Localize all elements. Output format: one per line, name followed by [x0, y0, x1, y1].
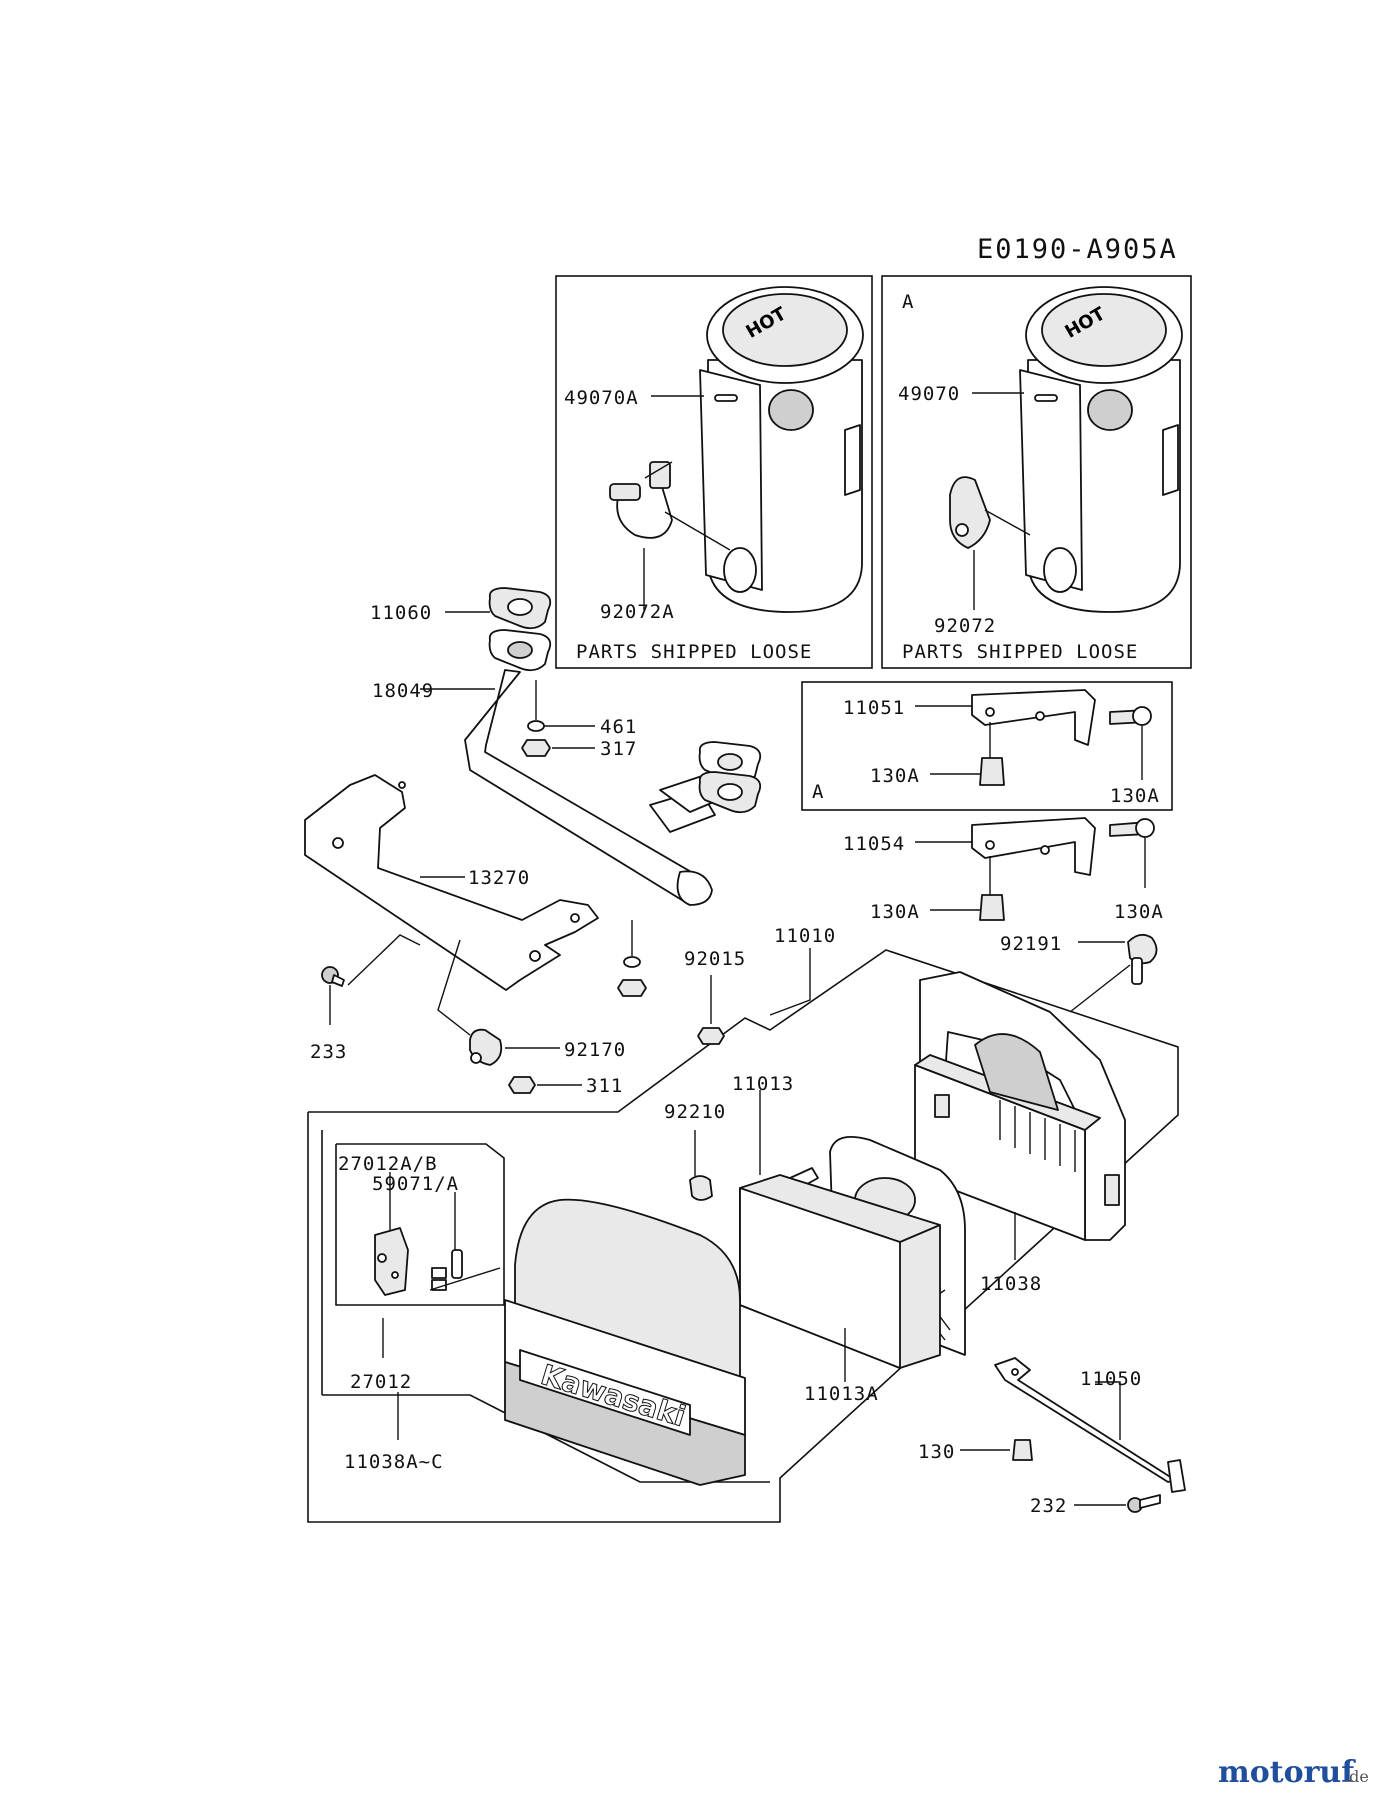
- diagram-code: E0190-A905A: [977, 234, 1178, 265]
- watermark-main: motoruf: [1218, 1755, 1356, 1790]
- label-11038ac: 11038A~C: [344, 1451, 444, 1473]
- nuts-under-bracket: [617, 956, 647, 997]
- label-130a-4: 130A: [1114, 901, 1164, 923]
- muffler-panel-left: [555, 275, 873, 669]
- label-11060: 11060: [370, 602, 432, 624]
- watermark-logo: motoruf .de: [1218, 1755, 1369, 1790]
- element-11013a: [739, 1174, 941, 1369]
- exhaust-pipe-18049: [464, 629, 762, 906]
- clip-92210: [689, 1175, 713, 1201]
- label-49070: 49070: [898, 383, 960, 405]
- clamp-92072: [949, 476, 1031, 549]
- label-232: 232: [1030, 1495, 1067, 1517]
- label-92072: 92072: [934, 615, 996, 637]
- label-11054: 11054: [843, 833, 905, 855]
- label-130a-3: 130A: [870, 901, 920, 923]
- latch-panel-outline: [335, 1143, 505, 1306]
- panel-a-letter: A: [902, 291, 914, 313]
- panel-a-letter-2: A: [812, 781, 824, 803]
- watermark-suffix: .de: [1344, 1767, 1369, 1786]
- label-92072a: 92072A: [600, 601, 675, 623]
- nut-317: [521, 739, 551, 757]
- muffler-left-drawing: HOT: [699, 286, 864, 613]
- label-13270: 13270: [468, 867, 530, 889]
- bracket-13270: [304, 774, 599, 991]
- shipped-loose-right: PARTS SHIPPED LOOSE: [902, 641, 1138, 663]
- muffler-panel-right: [881, 275, 1192, 669]
- shipped-loose-left: PARTS SHIPPED LOOSE: [576, 641, 812, 663]
- bolt-232: [1127, 1494, 1161, 1513]
- label-59071a: 59071/A: [372, 1173, 459, 1195]
- stay-11050: [994, 1357, 1186, 1493]
- label-233: 233: [310, 1041, 347, 1063]
- label-27012ab: 27012A/B: [338, 1153, 438, 1175]
- label-92191: 92191: [1000, 933, 1062, 955]
- label-130a-1: 130A: [870, 765, 920, 787]
- label-92170: 92170: [564, 1039, 626, 1061]
- label-27012: 27012: [350, 1371, 412, 1393]
- label-11010: 11010: [774, 925, 836, 947]
- clamp-92072a: [609, 461, 673, 539]
- bracket-11054: [971, 817, 1155, 921]
- label-130a-2: 130A: [1110, 785, 1160, 807]
- label-11051: 11051: [843, 697, 905, 719]
- bracket-11051: [971, 689, 1152, 786]
- cover-11038ac: Kawasaki: [504, 1198, 746, 1486]
- label-311: 311: [586, 1075, 623, 1097]
- washer-461: [527, 720, 545, 732]
- label-49070a: 49070A: [564, 387, 639, 409]
- air-cleaner-outline: [307, 949, 1179, 1523]
- label-18049: 18049: [372, 680, 434, 702]
- label-11050: 11050: [1080, 1368, 1142, 1390]
- clamp-92170: [469, 1028, 503, 1066]
- clip-92191: [1127, 933, 1158, 985]
- air-cleaner-base-11038: [914, 971, 1126, 1241]
- label-11038: 11038: [980, 1273, 1042, 1295]
- bracket-panel-a: [801, 681, 1173, 811]
- label-461: 461: [600, 716, 637, 738]
- nut-311: [508, 1076, 536, 1094]
- muffler-right-drawing: HOT: [1019, 286, 1183, 613]
- label-317: 317: [600, 738, 637, 760]
- bolt-233: [321, 966, 345, 987]
- label-11013: 11013: [732, 1073, 794, 1095]
- nut-92015: [697, 1027, 725, 1045]
- bolt-130: [1012, 1439, 1033, 1461]
- gasket-11060: [488, 587, 552, 630]
- label-11013a: 11013A: [804, 1383, 879, 1405]
- latch-27012: [374, 1227, 409, 1296]
- label-130: 130: [918, 1441, 955, 1463]
- label-92015: 92015: [684, 948, 746, 970]
- label-92210: 92210: [664, 1101, 726, 1123]
- spring-59071a: [431, 1249, 463, 1291]
